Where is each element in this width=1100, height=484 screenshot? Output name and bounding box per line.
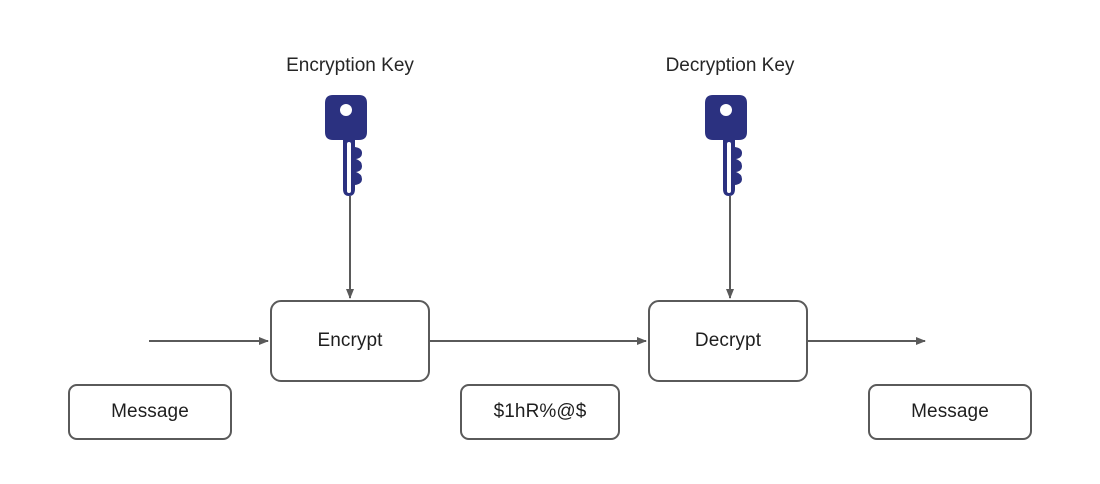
ciphertext-label: $1hR%@$ — [493, 401, 587, 422]
encrypt-process-box[interactable]: Encrypt — [270, 300, 430, 382]
decryption-key-icon — [702, 92, 758, 207]
message-output-label: Message — [911, 401, 989, 422]
decrypt-process-box[interactable]: Decrypt — [648, 300, 808, 382]
message-output-box[interactable]: Message — [868, 384, 1032, 440]
encryption-key-title: Encryption Key — [286, 55, 414, 76]
encryption-key-icon — [322, 92, 378, 207]
message-input-box[interactable]: Message — [68, 384, 232, 440]
message-input-label: Message — [111, 401, 189, 422]
decryption-key-title: Decryption Key — [665, 55, 795, 76]
decrypt-label: Decrypt — [694, 330, 762, 351]
encrypt-label: Encrypt — [317, 330, 383, 351]
ciphertext-box[interactable]: $1hR%@$ — [460, 384, 620, 440]
